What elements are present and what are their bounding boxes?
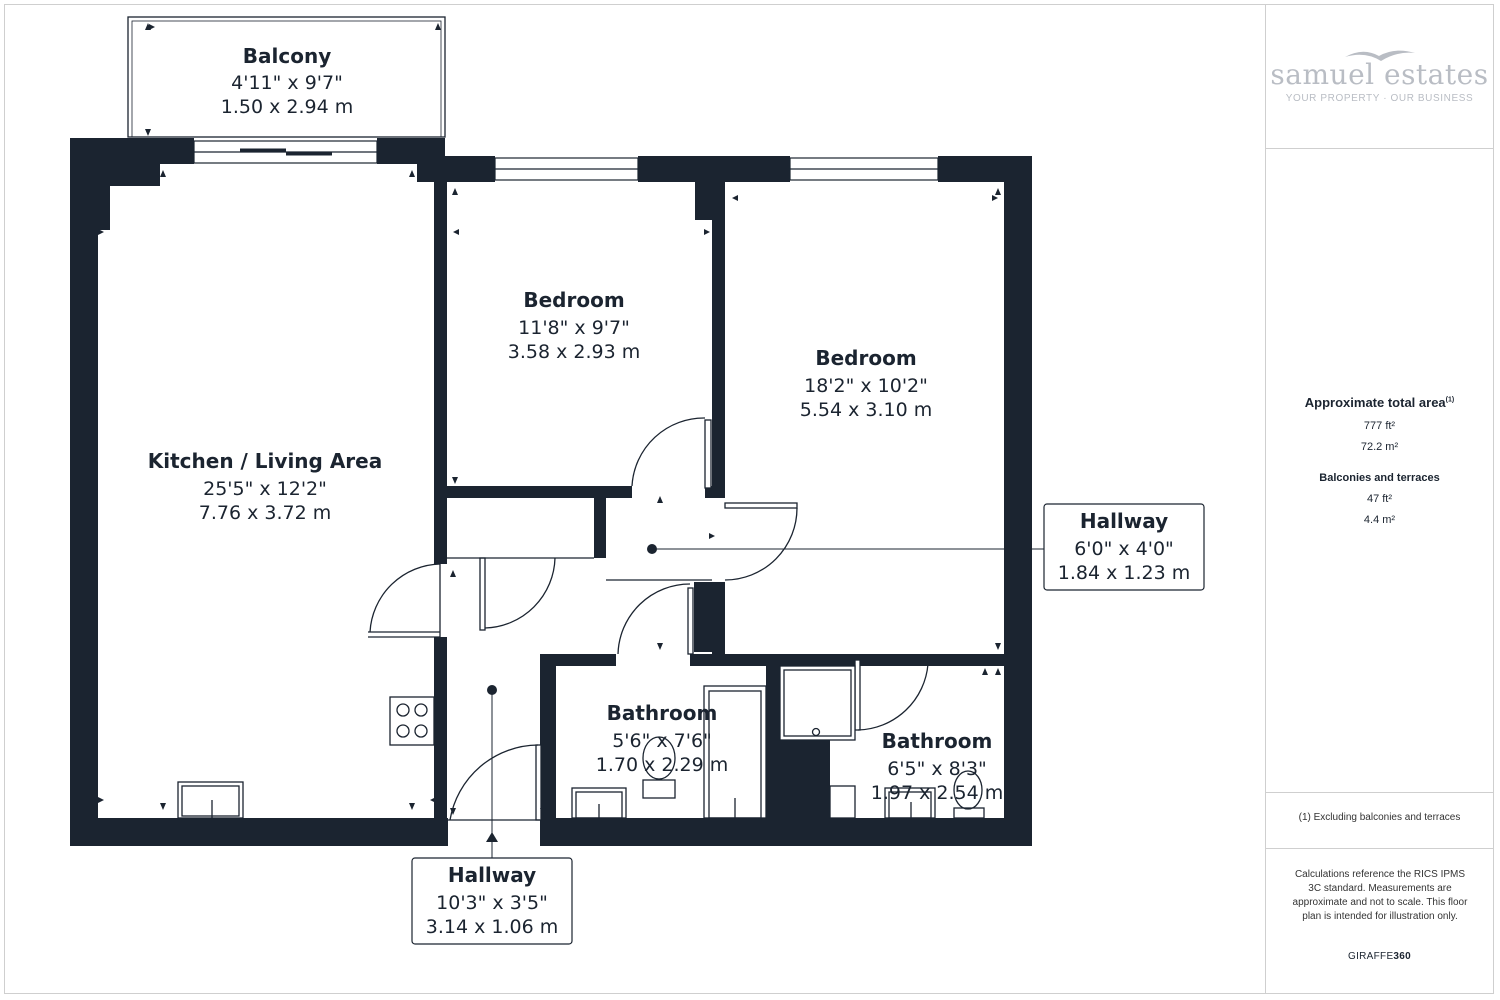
page-frame (4, 4, 1494, 994)
svg-text:1.97 x 2.54 m: 1.97 x 2.54 m (871, 782, 1003, 804)
panel-divider (1265, 792, 1494, 793)
svg-text:Bathroom: Bathroom (607, 701, 718, 725)
windows (193, 140, 939, 181)
room-label-bathroom-1: Bathroom 5'6" x 7'6" 1.70 x 2.29 m (596, 701, 728, 776)
svg-text:11'8" x 9'7": 11'8" x 9'7" (518, 317, 630, 339)
panel-divider (1265, 848, 1494, 849)
balcony-outline (127, 16, 446, 138)
svg-text:3.14 x 1.06 m: 3.14 x 1.06 m (426, 916, 558, 938)
svg-text:1.50 x 2.94 m: 1.50 x 2.94 m (221, 96, 353, 118)
info-panel (1265, 4, 1494, 994)
brand-giraffe360: GIRAFFE360 (1347, 951, 1412, 962)
svg-text:5'6" x 7'6": 5'6" x 7'6" (612, 730, 712, 752)
footnote-marker: (1) (1445, 396, 1455, 404)
svg-text:1.70 x 2.29 m: 1.70 x 2.29 m (596, 754, 728, 776)
svg-text:Bedroom: Bedroom (523, 288, 624, 312)
svg-text:4'11" x 9'7": 4'11" x 9'7" (231, 72, 343, 94)
svg-text:6'5" x 8'3": 6'5" x 8'3" (887, 758, 987, 780)
svg-text:Hallway: Hallway (1080, 509, 1168, 533)
room-label-bedroom-2: Bedroom 18'2" x 10'2" 5.54 x 3.10 m (800, 346, 932, 421)
total-area-m: 72.2 m² (1360, 441, 1399, 453)
fixtures (177, 665, 985, 819)
svg-text:7.76 x 3.72 m: 7.76 x 3.72 m (199, 502, 331, 524)
svg-text:6'0" x 4'0": 6'0" x 4'0" (1074, 538, 1174, 560)
total-area-title: Approximate total area(1) (1304, 395, 1455, 410)
svg-text:5.54 x 3.10 m: 5.54 x 3.10 m (800, 399, 932, 421)
logo-bird-icon (1345, 50, 1415, 61)
svg-text:Hallway: Hallway (448, 863, 536, 887)
balconies-m: 4.4 m² (1363, 514, 1396, 526)
svg-text:Bedroom: Bedroom (815, 346, 916, 370)
walls (70, 138, 1032, 846)
svg-text:Kitchen / Living Area: Kitchen / Living Area (148, 449, 382, 473)
svg-text:25'5" x 12'2": 25'5" x 12'2" (203, 478, 327, 500)
logo-name: samuel estates (1270, 58, 1489, 91)
footnote: (1) Excluding balconies and terraces (1298, 812, 1461, 823)
total-area-ft: 777 ft² (1363, 420, 1396, 432)
room-label-hallway-inner: Hallway 6'0" x 4'0" 1.84 x 1.23 m (1058, 509, 1190, 584)
floor-plan: Balcony 4'11" x 9'7" 1.50 x 2.94 m Kitch… (70, 16, 1205, 945)
leader-lines (486, 544, 1044, 858)
room-label-bedroom-1: Bedroom 11'8" x 9'7" 3.58 x 2.93 m (508, 288, 640, 363)
hallway-inner-label-box (1043, 503, 1205, 591)
balconies-title: Balconies and terraces (1319, 472, 1440, 484)
logo-tagline: YOUR PROPERTY · OUR BUSINESS (1285, 93, 1474, 104)
room-label-kitchen: Kitchen / Living Area 25'5" x 12'2" 7.76… (148, 449, 382, 524)
room-label-bathroom-2: Bathroom 6'5" x 8'3" 1.97 x 2.54 m (871, 729, 1003, 804)
disclaimer: Calculations reference the RICS IPMS 3C … (1292, 869, 1468, 922)
hallway-entry-label-box (411, 857, 573, 945)
doors (368, 417, 929, 821)
room-label-balcony: Balcony 4'11" x 9'7" 1.50 x 2.94 m (221, 44, 353, 118)
svg-text:Balcony: Balcony (243, 44, 331, 68)
svg-text:18'2" x 10'2": 18'2" x 10'2" (804, 375, 928, 397)
svg-text:1.84 x 1.23 m: 1.84 x 1.23 m (1058, 562, 1190, 584)
balconies-ft: 47 ft² (1366, 493, 1393, 505)
panel-divider (1265, 148, 1494, 149)
svg-text:Bathroom: Bathroom (882, 729, 993, 753)
svg-text:10'3" x 3'5": 10'3" x 3'5" (436, 892, 548, 914)
room-label-hallway-entry: Hallway 10'3" x 3'5" 3.14 x 1.06 m (426, 863, 558, 938)
svg-text:3.58 x 2.93 m: 3.58 x 2.93 m (508, 341, 640, 363)
measure-ticks (98, 23, 1001, 815)
